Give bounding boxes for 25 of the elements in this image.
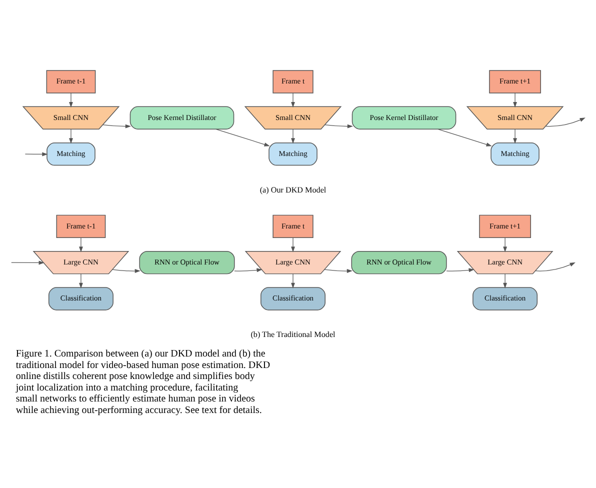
arrow xyxy=(545,117,586,126)
arrow xyxy=(102,124,132,128)
arrow xyxy=(324,124,354,128)
arrow xyxy=(69,92,73,108)
caption: Figure 1. Comparison between (a) our DKD model and (b) the traditional model for video-based human pose estimation. DKD online distills coherent pose knowledge and simplifies body joint localization into a matching procedure, facilitating small networks to efficiently estimate human pose in videos while achieving out-performing accuracy. See text for details. xyxy=(16,348,270,416)
arrow xyxy=(324,268,352,272)
arrow xyxy=(216,128,270,146)
arrow xyxy=(503,236,508,252)
arrow xyxy=(446,268,474,272)
arrow xyxy=(69,128,73,144)
arrow xyxy=(503,273,508,288)
arrow xyxy=(24,152,48,156)
arrow xyxy=(513,92,517,108)
arrow xyxy=(234,268,262,272)
arrow xyxy=(291,236,295,252)
arrow xyxy=(291,92,295,108)
arrow xyxy=(535,262,576,271)
arrow xyxy=(291,273,295,288)
arrow xyxy=(79,273,83,288)
arrow xyxy=(291,128,295,144)
arrow xyxy=(112,268,140,272)
arrow xyxy=(438,128,492,146)
arrow xyxy=(79,236,83,252)
arrow xyxy=(513,128,517,144)
arrow xyxy=(11,260,44,264)
